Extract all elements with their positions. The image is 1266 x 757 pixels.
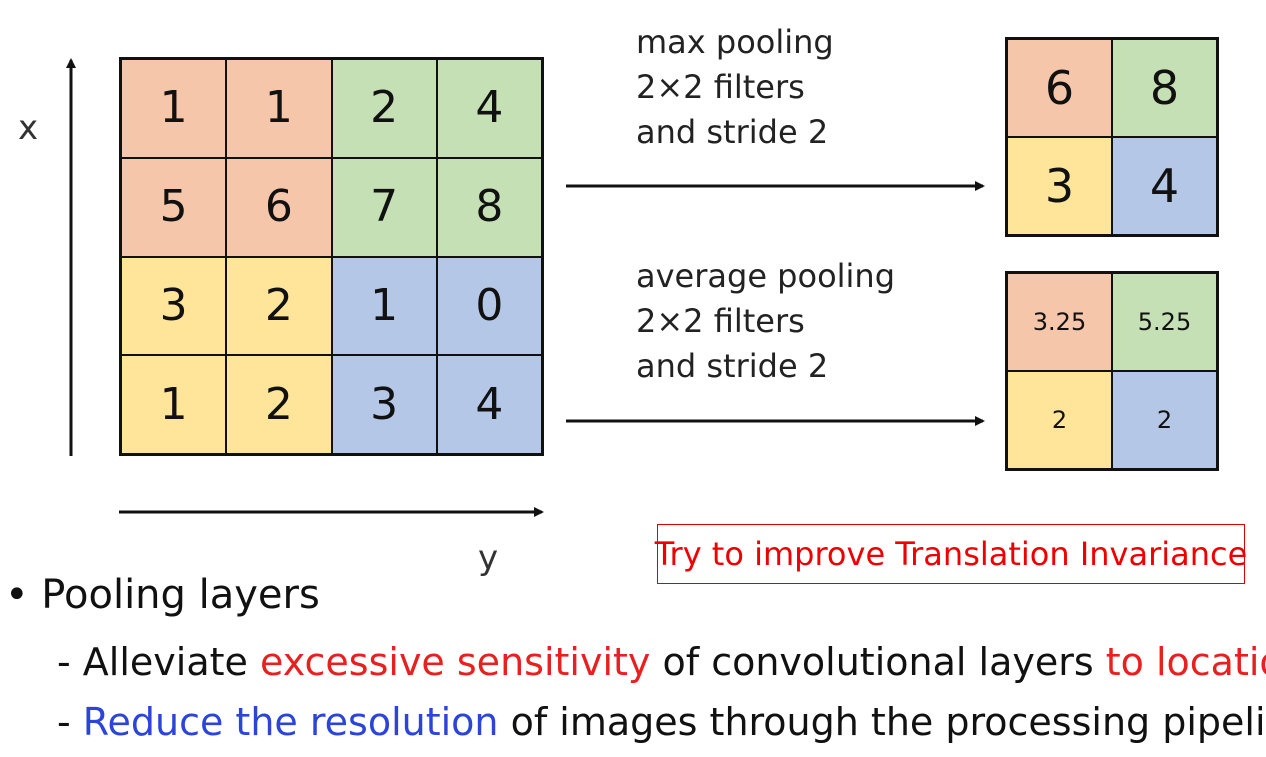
input-cell: 6 — [226, 157, 332, 257]
input-cell: 2 — [226, 355, 332, 454]
input-cell: 1 — [121, 59, 227, 158]
bullet-line-2: - Reduce the resolution of images throug… — [57, 700, 1266, 744]
y-axis-label: y — [478, 538, 499, 578]
bullet-dash: - — [57, 700, 83, 744]
bullet-heading: • Pooling layers — [5, 572, 320, 618]
input-cell: 7 — [331, 157, 437, 257]
highlight-text: to locations — [1105, 640, 1266, 684]
input-cell: 1 — [331, 256, 437, 356]
bullet-text: of images through the processing pipelin… — [498, 700, 1266, 744]
input-cell: 5 — [121, 157, 227, 257]
average-pooling-stride: and stride 2 — [636, 347, 829, 385]
max-output-cell: 8 — [1112, 39, 1217, 137]
max-pooling-stride: and stride 2 — [636, 113, 829, 151]
highlight-text: excessive sensitivity — [259, 640, 651, 684]
input-cell: 4 — [436, 59, 542, 158]
translation-invariance-callout: Try to improve Translation Invariance — [655, 524, 1247, 584]
input-cell: 4 — [436, 355, 542, 454]
highlight-text: Reduce the resolution — [82, 700, 499, 744]
input-cell: 3 — [121, 256, 227, 356]
input-cell: 3 — [331, 355, 437, 454]
bullet-line-1: - Alleviate excessive sensitivity of con… — [57, 640, 1266, 684]
max-pooling-title: max pooling — [636, 23, 834, 61]
average-pooling-label: average pooling 2×2 filters and stride 2 — [636, 254, 895, 389]
bullet-text: of convolutional layers — [650, 640, 1106, 684]
average-pooling-output-grid: 3.25 5.25 2 2 — [1005, 271, 1219, 471]
max-output-cell: 4 — [1112, 137, 1217, 235]
avg-output-cell: 5.25 — [1112, 273, 1217, 371]
average-pooling-title: average pooling — [636, 257, 896, 295]
input-grid: 1 1 2 4 5 6 7 8 3 2 1 0 1 2 3 4 — [119, 57, 544, 456]
average-pooling-filters: 2×2 filters — [636, 302, 805, 340]
max-pooling-label: max pooling 2×2 filters and stride 2 — [636, 20, 834, 155]
input-cell: 2 — [331, 59, 437, 158]
max-pooling-output-grid: 6 8 3 4 — [1005, 37, 1219, 237]
avg-output-cell: 3.25 — [1007, 273, 1112, 371]
x-axis-label: x — [18, 108, 39, 148]
input-cell: 0 — [436, 256, 542, 356]
bullet-dash: - — [57, 640, 83, 684]
input-cell: 1 — [121, 355, 227, 454]
max-output-cell: 3 — [1007, 137, 1112, 235]
bullet-text: Alleviate — [82, 640, 260, 684]
max-pooling-filters: 2×2 filters — [636, 68, 805, 106]
max-output-cell: 6 — [1007, 39, 1112, 137]
input-cell: 2 — [226, 256, 332, 356]
input-cell: 1 — [226, 59, 332, 158]
avg-output-cell: 2 — [1112, 371, 1217, 469]
avg-output-cell: 2 — [1007, 371, 1112, 469]
input-cell: 8 — [436, 157, 542, 257]
